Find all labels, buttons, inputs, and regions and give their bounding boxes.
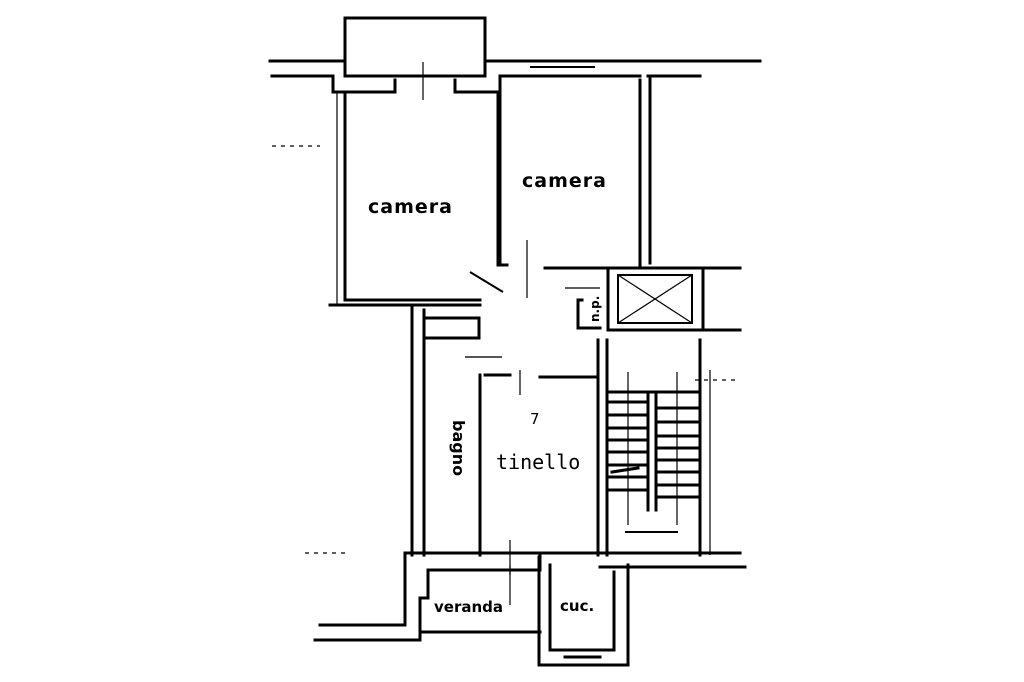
- closet-np: [565, 287, 602, 330]
- bottom-facade: [305, 551, 747, 642]
- room-label-camera-left: camera: [368, 196, 453, 218]
- staircase: [605, 338, 711, 557]
- top-facade: [268, 16, 762, 100]
- room-label-bagno: bagno: [449, 420, 468, 477]
- room-bagno-walls: [410, 303, 512, 557]
- elevator-shaft: [606, 266, 742, 332]
- room-label-veranda: veranda: [434, 598, 504, 616]
- door-swing: [469, 271, 504, 293]
- room-label-cucina: cuc.: [560, 597, 595, 615]
- room-cucina-walls: [537, 555, 630, 667]
- room-label-tinello: tinello: [496, 450, 581, 474]
- room-label-np: n.p.: [588, 295, 602, 322]
- room-camera-left-walls: [328, 74, 500, 307]
- room-number-marker: 7: [530, 410, 540, 428]
- room-label-camera-right: camera: [522, 170, 607, 192]
